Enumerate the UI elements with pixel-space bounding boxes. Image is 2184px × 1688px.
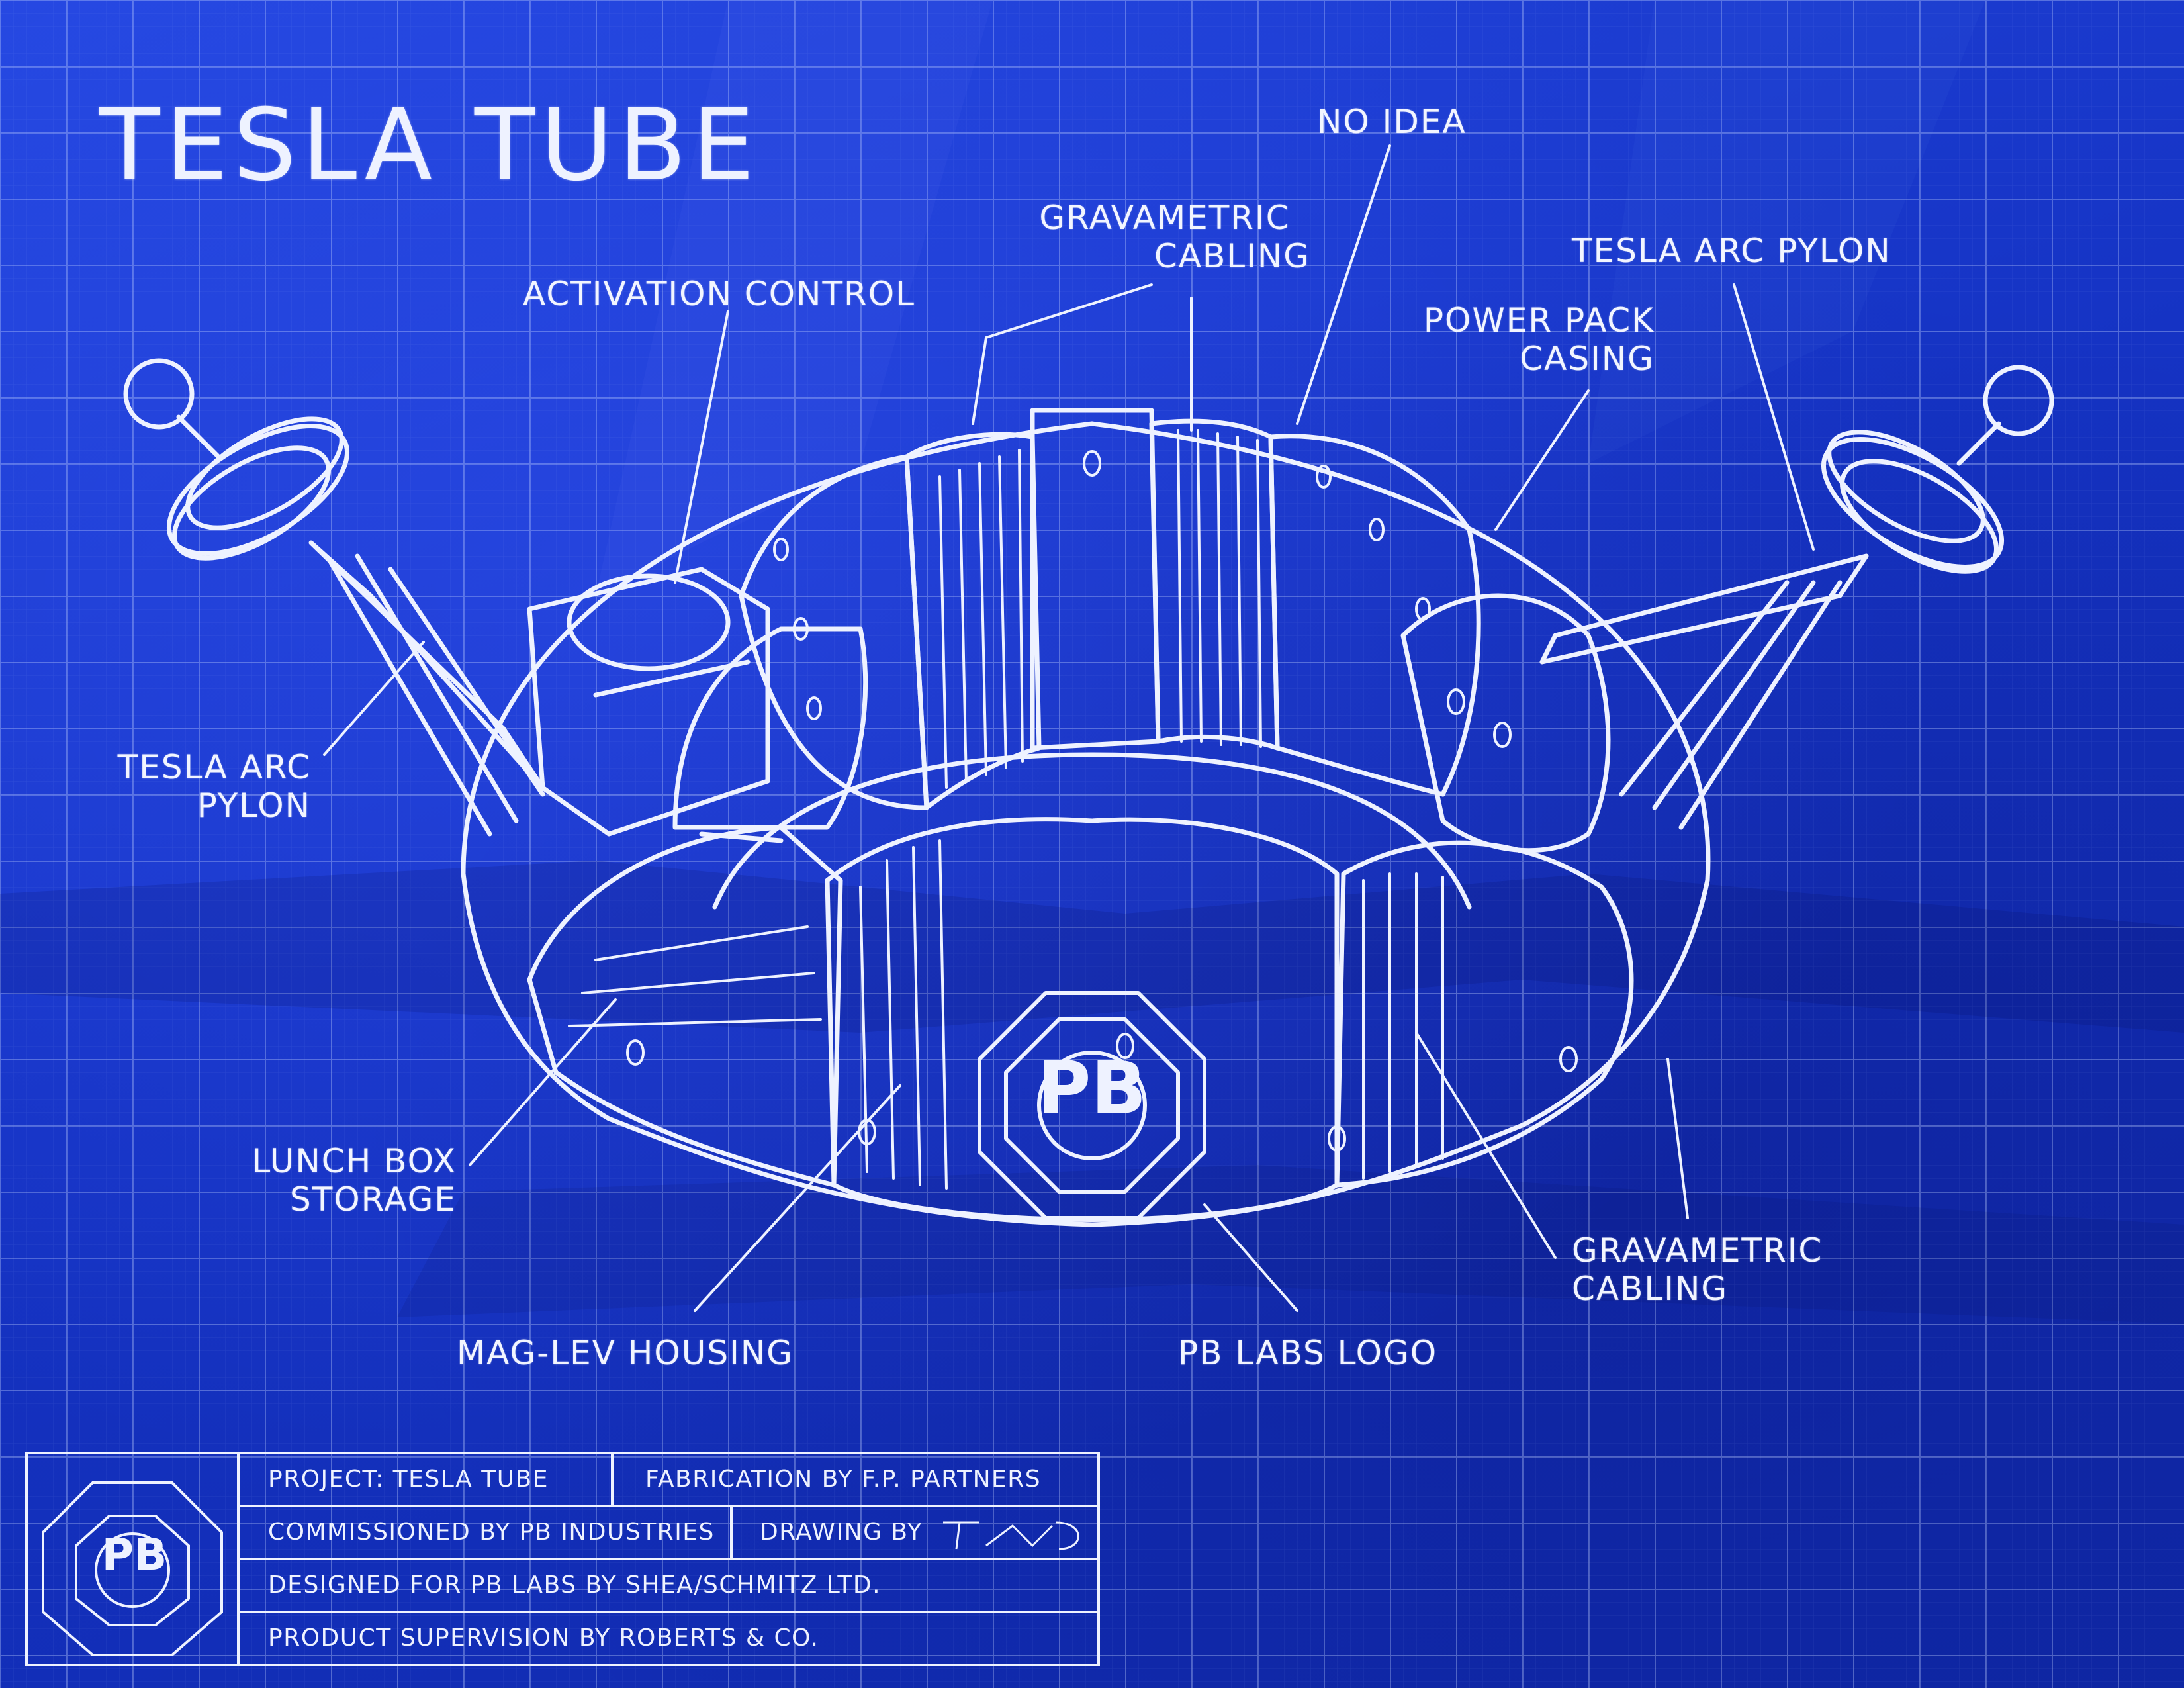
label-line: CASING [1520,340,1655,378]
title-block-commissioned: COMMISSIONED BY PB INDUSTRIES [268,1519,715,1546]
ring-inner [712,752,1472,910]
label-no-idea: NO IDEA [1317,103,1467,141]
drawing-title: TESLA TUBE [99,88,760,203]
leader-power-pack [1494,389,1590,531]
label-line: LUNCH BOX [251,1142,457,1180]
label-pb-labs-logo: PB LABS LOGO [1178,1334,1438,1372]
signature [943,1521,1079,1550]
label-line: STORAGE [289,1180,457,1219]
title-block-logo-octagon [42,1481,223,1656]
paper-creases [0,861,2184,1324]
label-lunch-box-storage: LUNCH BOX STORAGE [212,1142,457,1219]
leader-lunch-box [469,998,617,1166]
label-line: CABLING [1154,237,1310,275]
label-line: TESLA ARC [117,748,311,786]
label-tesla-arc-pylon-left: TESLA ARC PYLON [66,748,311,825]
leader-gravametric-bottom [1415,1031,1689,1259]
leader-tesla-left [323,641,425,756]
title-block-fabrication: FABRICATION BY F.P. PARTNERS [645,1466,1042,1493]
center-pb-logo: PB [1037,1046,1147,1131]
label-tesla-arc-pylon-right: TESLA ARC PYLON [1572,232,1891,270]
title-block-designed: DESIGNED FOR PB LABS BY SHEA/SCHMITZ LTD… [268,1571,882,1599]
label-power-pack-casing: POWER PACK CASING [1390,301,1655,378]
leader-no-idea [1296,144,1391,425]
label-line: CABLING [1572,1270,1729,1308]
leader-activation [674,310,729,584]
left-tesla-pylon [123,358,545,837]
title-block-frame [25,1452,1100,1666]
title-block-drawing-by: DRAWING BY [760,1519,923,1546]
label-line: GRAVAMETRIC [1039,199,1291,237]
title-block-supervision: PRODUCT SUPERVISION BY ROBERTS & CO. [268,1624,819,1652]
leader-gravametric-top [972,283,1193,432]
label-line: PYLON [197,786,311,825]
label-gravametric-cabling-bottom: GRAVAMETRIC CABLING [1572,1231,1823,1308]
center-pb-logo-shape [978,991,1206,1220]
label-activation-control: ACTIVATION CONTROL [523,275,915,313]
label-line: POWER PACK [1423,301,1655,340]
leader-lines [323,144,1815,1312]
title-block-logo: PB [101,1529,167,1580]
label-gravametric-cabling-top: GRAVAMETRIC CABLING [1019,199,1310,275]
leader-pb-logo [1203,1203,1298,1312]
title-block-project: PROJECT: TESLA TUBE [268,1466,549,1493]
label-line: GRAVAMETRIC [1572,1231,1823,1270]
label-mag-lev-housing: MAG-LEV HOUSING [457,1334,794,1372]
leader-mag-lev [694,1084,901,1312]
leader-tesla-right [1733,283,1815,551]
right-tesla-pylon [1539,365,2054,830]
tesla-tube-drawing [123,358,2054,1227]
